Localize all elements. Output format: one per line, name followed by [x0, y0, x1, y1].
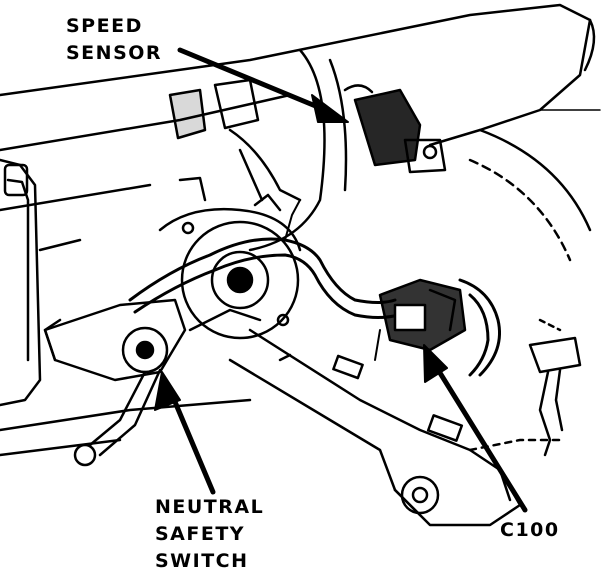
case-body: [158, 176, 302, 340]
left-bracket: [0, 158, 82, 407]
c100-label: C100: [500, 519, 560, 541]
transmission-housing: [0, 3, 601, 457]
c100-arrow: [429, 357, 528, 513]
neutral-safety-switch-label-line-1: NEUTRAL: [155, 496, 265, 518]
neutral-safety-switch: [43, 298, 262, 467]
callout-arrows: [154, 47, 528, 513]
crossmember: [228, 328, 562, 527]
speed-sensor: [343, 84, 447, 174]
speed-sensor-label-line-2: SENSOR: [66, 42, 163, 64]
wiring-harness: [128, 199, 501, 377]
neutral-safety-switch-label-line-2: SAFETY: [155, 523, 246, 545]
neutral-safety-switch-arrow: [167, 387, 216, 495]
c100-connector: [374, 278, 467, 361]
speed-sensor-label-line-1: SPEED: [66, 15, 143, 37]
upper-tabs: [168, 78, 302, 202]
speed-sensor-arrow: [177, 47, 333, 115]
loose-connector: [528, 318, 582, 457]
neutral-safety-switch-label-line-3: SWITCH: [155, 550, 249, 572]
